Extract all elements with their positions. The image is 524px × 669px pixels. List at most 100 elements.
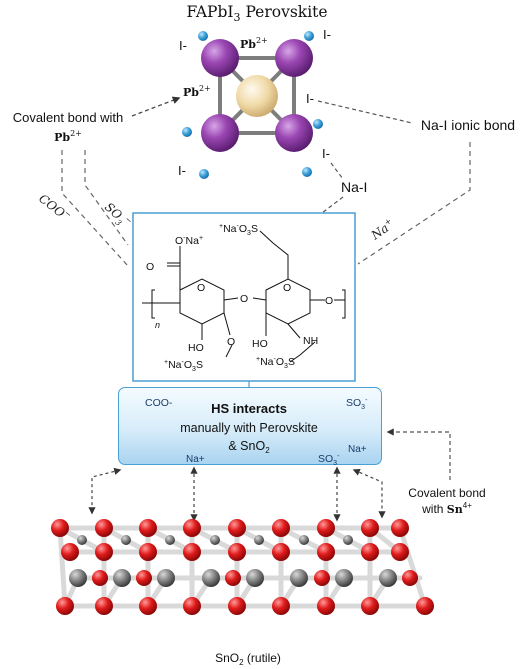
- oxygen-atom: [61, 543, 79, 561]
- tin-atom: [77, 535, 87, 545]
- title-suffix: Perovskite: [241, 3, 328, 21]
- mol-ho-left: HO: [188, 342, 204, 354]
- iodide-ion: [182, 127, 192, 137]
- oxygen-atom: [183, 597, 201, 615]
- hs-na-right: Na+: [348, 444, 367, 455]
- hs-interaction-box: [118, 387, 382, 465]
- sno2-bond-lattice: [57, 525, 428, 609]
- tin-atom: [69, 569, 87, 587]
- hyaluronan-sulfate-structure: [142, 230, 346, 363]
- tin-atom: [202, 569, 220, 587]
- title-sub: 3: [234, 11, 241, 24]
- interaction-arrow: [352, 468, 386, 519]
- covalent-sn-arrow: [386, 428, 451, 480]
- tin-atom: [299, 535, 309, 545]
- oxygen-atom: [136, 570, 152, 586]
- iodide-label: I-: [179, 38, 187, 53]
- nai-connector-lower: [321, 196, 344, 214]
- oxygen-atom: [317, 519, 335, 537]
- tin-atom: [165, 535, 175, 545]
- tin-atom: [254, 535, 264, 545]
- iodide-ion: [198, 31, 208, 41]
- pb-atom: [201, 114, 239, 152]
- tin-atom: [379, 569, 397, 587]
- hs-na-left: Na+: [186, 454, 205, 465]
- oxygen-atom: [391, 519, 409, 537]
- covalent-sn-ion: with Sn4+: [421, 501, 472, 516]
- oxygen-atom: [416, 597, 434, 615]
- mol-ring-o-left: O: [197, 282, 205, 294]
- oxygen-atom: [56, 597, 74, 615]
- covalent-pb-arrow: [131, 96, 181, 117]
- oxygen-atom: [183, 543, 201, 561]
- diagram-title: FAPbI3 Perovskite: [186, 3, 327, 24]
- tin-atom: [335, 569, 353, 587]
- mol-o-na: O-Na+: [175, 235, 203, 247]
- iodide-ion: [313, 119, 323, 129]
- oxygen-atom: [225, 570, 241, 586]
- sno2-tin-atoms: [69, 535, 397, 587]
- mol-chain-o: O: [325, 295, 333, 307]
- oxygen-atom: [272, 597, 290, 615]
- oxygen-atom: [402, 570, 418, 586]
- oxygen-atom: [95, 519, 113, 537]
- tin-atom: [121, 535, 131, 545]
- molecule-box: [132, 212, 356, 382]
- mol-ho-right: HO: [252, 338, 268, 350]
- sno2-oxygen-atoms: [51, 519, 434, 615]
- hs-so3-bottom: SO3-: [318, 453, 340, 467]
- oxygen-atom: [139, 597, 157, 615]
- pb-atom: [201, 39, 239, 77]
- tin-atom: [343, 535, 353, 545]
- oxygen-atom: [272, 519, 290, 537]
- tin-atom: [210, 535, 220, 545]
- oxygen-atom: [361, 597, 379, 615]
- iodide-ion: [304, 31, 314, 41]
- mol-bridge-o: O: [240, 293, 248, 305]
- iodide-label: I-: [178, 163, 186, 178]
- oxygen-atom: [228, 543, 246, 561]
- oxygen-atom: [92, 570, 108, 586]
- mol-n-subscript: n: [155, 320, 160, 330]
- covalent-pb-label: Covalent bond with: [13, 110, 124, 125]
- hs-so3-top: SO3-: [346, 397, 368, 411]
- mol-nh: NH: [303, 335, 318, 347]
- sno2-caption: SnO2 (rutile): [215, 651, 281, 667]
- title-main: FAPbI: [186, 3, 233, 21]
- tin-atom: [113, 569, 131, 587]
- so3-connector: [84, 150, 129, 246]
- nai-connector-upper: [330, 162, 344, 180]
- tin-atom: [246, 569, 264, 587]
- oxygen-atom: [317, 543, 335, 561]
- nai-ionic-connector: [317, 100, 413, 124]
- oxygen-atom: [95, 597, 113, 615]
- oxygen-atom: [139, 543, 157, 561]
- coo-connector: [61, 150, 129, 267]
- na-connector: [357, 142, 471, 265]
- pb-atom: [275, 39, 313, 77]
- perovskite-structure: Pb2+ Pb2+ I- I- I- I- I-: [178, 27, 331, 179]
- iodide-label: I-: [322, 146, 330, 161]
- oxygen-atom: [228, 597, 246, 615]
- oxygen-atom: [317, 597, 335, 615]
- iodide-label: I-: [323, 27, 331, 42]
- nai-label: Na-I: [341, 179, 367, 195]
- mol-na-o3s-top: +Na-O3S: [219, 223, 258, 237]
- mol-carbonyl-o: O: [146, 261, 154, 273]
- pb-label-left: Pb2+: [183, 84, 211, 99]
- pb-atom: [275, 114, 313, 152]
- oxygen-atom: [228, 519, 246, 537]
- oxygen-atom: [139, 519, 157, 537]
- covalent-pb-ion: Pb2+: [54, 129, 82, 144]
- mol-ring-o-right: O: [283, 282, 291, 294]
- tin-atom: [157, 569, 175, 587]
- iodide-ion: [302, 167, 312, 177]
- oxygen-atom: [361, 519, 379, 537]
- iodide-ion: [199, 169, 209, 179]
- oxygen-atom: [361, 543, 379, 561]
- hs-coo: COO-: [145, 397, 173, 409]
- nai-ionic-bond-label: Na-I ionic bond: [421, 117, 515, 133]
- mol-o-left: O: [227, 336, 235, 348]
